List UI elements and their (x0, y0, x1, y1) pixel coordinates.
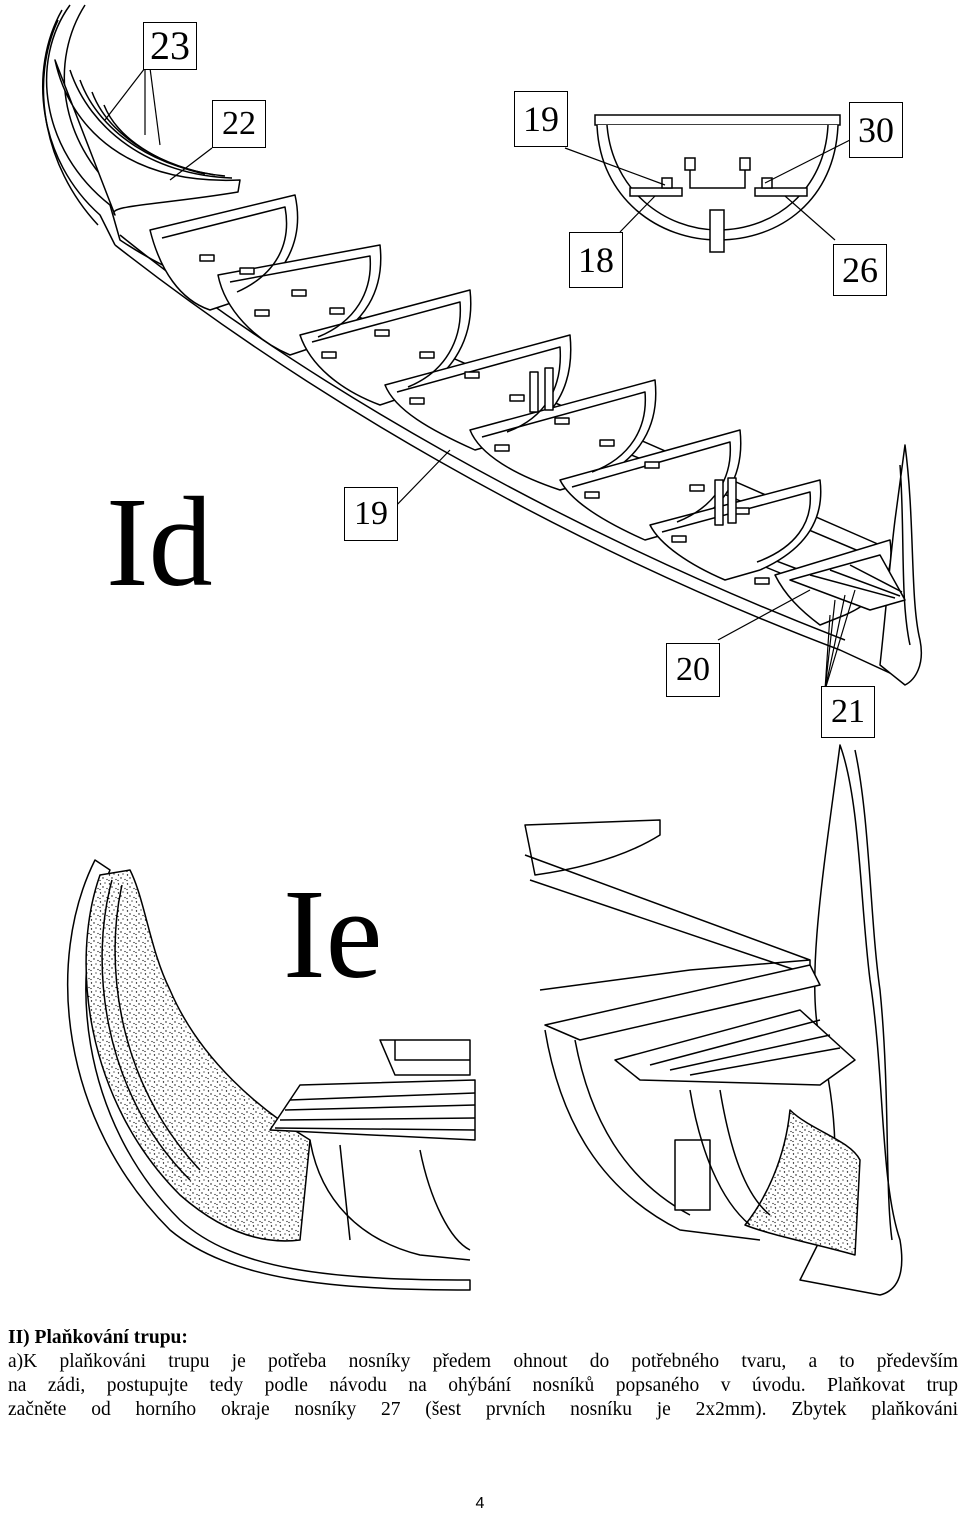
callout-20: 20 (666, 643, 720, 697)
section-heading: II) Plaňkování trupu: (8, 1327, 188, 1348)
page-number: 4 (475, 1495, 485, 1512)
figure-label-ie: Ie (283, 863, 383, 1005)
instruction-line: na zádi, postupujte tedy podle návodu na… (8, 1375, 958, 1396)
callout-18: 18 (569, 232, 623, 288)
figure-ie-filler-detail (67, 744, 903, 1296)
cross-section-detail (594, 114, 841, 253)
figure-id-leader-lines (104, 67, 856, 691)
callout-22: 22 (212, 100, 266, 148)
callout-26: 26 (833, 244, 887, 296)
callout-30: 30 (849, 102, 903, 158)
instruction-line: začněte od horního okraje nosníky 27 (še… (8, 1399, 958, 1420)
callout-21: 21 (821, 686, 875, 738)
figure-label-id: Id (106, 471, 213, 613)
callout-19-mid: 19 (344, 487, 398, 541)
figure-id-hull-frames (41, 4, 922, 686)
cross-section-leader-lines (564, 139, 851, 241)
callout-23: 23 (143, 22, 197, 70)
instruction-line: a)K plaňkováni trupu je potřeba nosníky … (8, 1351, 958, 1372)
hull-assembly-drawing (41, 4, 922, 1296)
callout-19-top: 19 (514, 91, 568, 147)
planking-instructions: II) Plaňkování trupu: a)K plaňkováni tru… (8, 1326, 958, 1422)
